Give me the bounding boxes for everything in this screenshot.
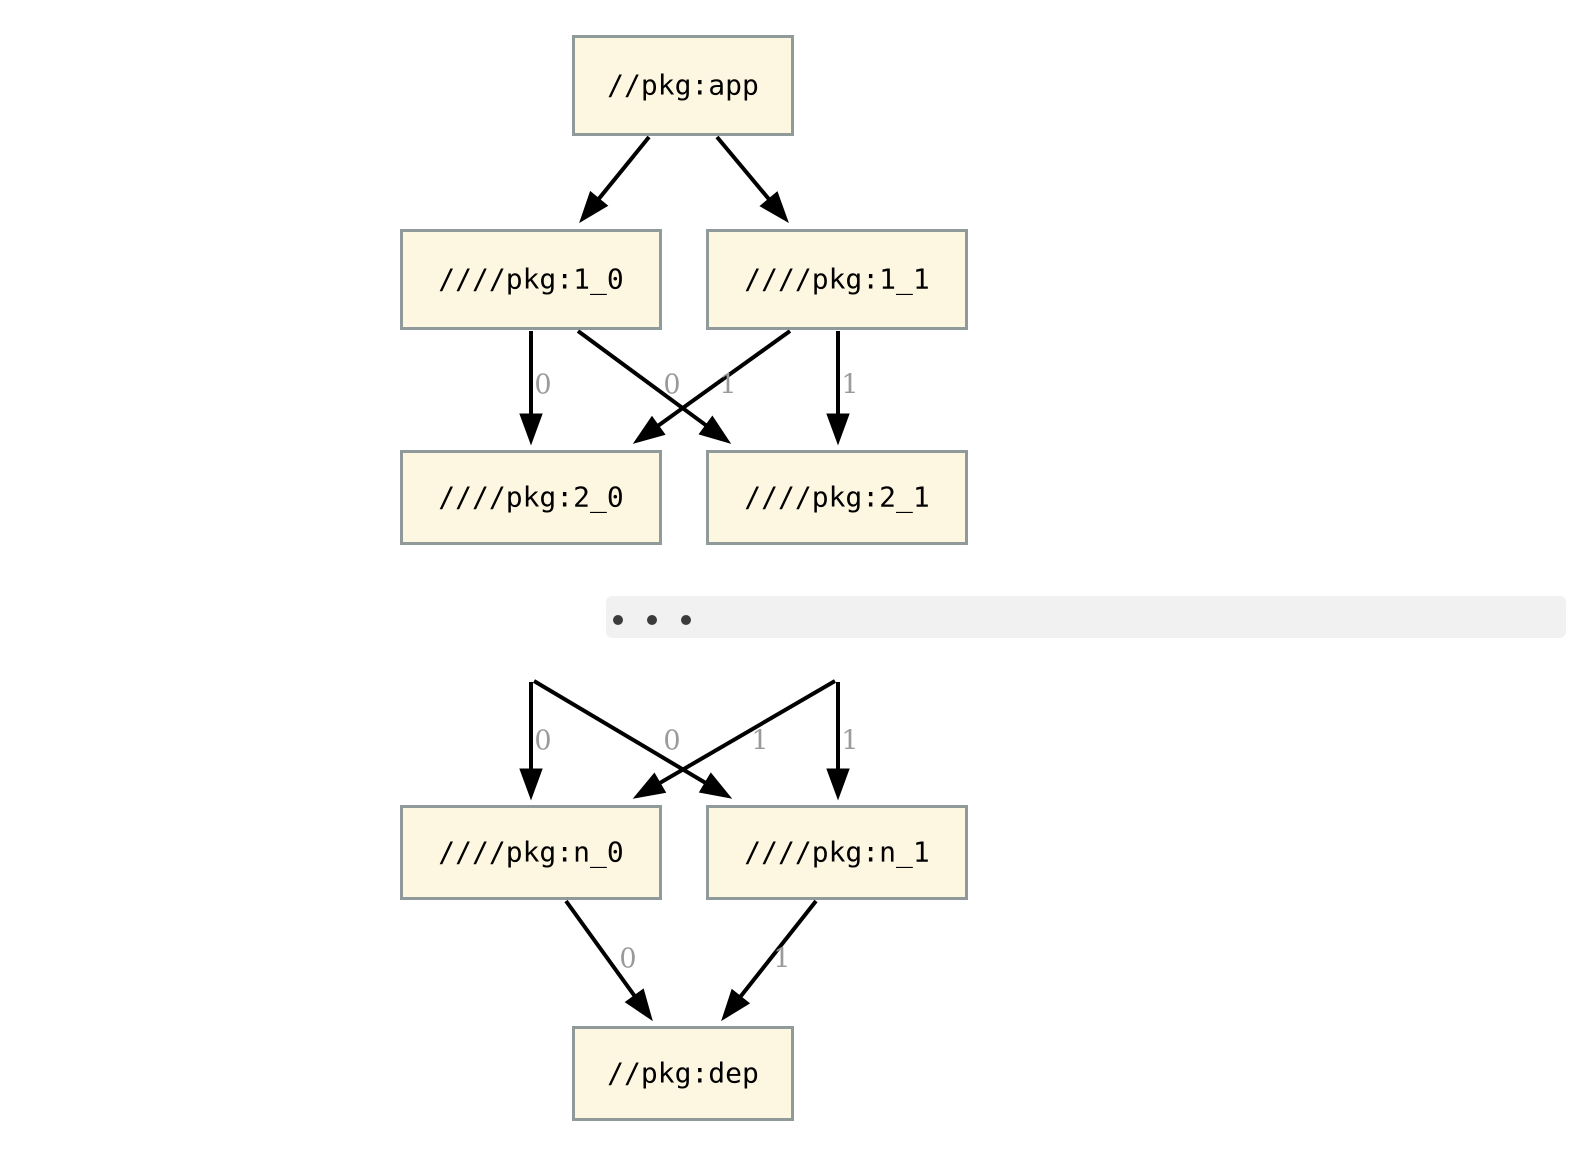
node-label: ////pkg:1_0	[438, 263, 623, 297]
edge-line	[715, 135, 773, 204]
edge-arrowhead	[759, 191, 789, 224]
ellipsis-layer	[606, 596, 1566, 638]
edge-label: 0	[663, 370, 680, 401]
node-label: ////pkg:2_0	[438, 481, 623, 515]
edge-line	[564, 899, 639, 1001]
edge-label: 0	[619, 944, 636, 975]
graph-node-n2_1[interactable]: ////pkg:2_1	[706, 450, 968, 545]
graph-node-dep[interactable]: //pkg:dep	[572, 1026, 794, 1121]
graph-node-n1_1[interactable]: ////pkg:1_1	[706, 229, 968, 330]
edge-arrowhead	[698, 772, 733, 799]
edge-line	[653, 329, 792, 430]
edge-line	[532, 679, 710, 787]
edge-label: 0	[534, 370, 551, 401]
edge-arrowhead	[579, 190, 609, 224]
node-box[interactable]	[400, 805, 662, 900]
edge-arrowhead	[826, 768, 850, 801]
graph-node-n1_0[interactable]: ////pkg:1_0	[400, 229, 662, 330]
ellipsis-band	[606, 596, 1566, 638]
node-box[interactable]	[572, 35, 794, 136]
edge-arrowhead	[519, 768, 543, 801]
edge-line	[594, 135, 651, 204]
node-label: ////pkg:n_1	[744, 836, 929, 870]
edge-label: 1	[751, 726, 768, 757]
edge-arrowhead	[632, 772, 667, 799]
graph-node-app[interactable]: //pkg:app	[572, 35, 794, 136]
node-label: //pkg:dep	[607, 1057, 759, 1090]
edge-line	[655, 679, 837, 787]
edge-line	[736, 899, 818, 1001]
node-box[interactable]	[572, 1026, 794, 1121]
edge-arrowhead	[826, 413, 850, 446]
node-label: //pkg:app	[607, 69, 759, 102]
ellipsis-dot	[681, 615, 691, 625]
edge-label: 1	[719, 370, 736, 401]
node-box[interactable]	[400, 229, 662, 330]
ellipsis-dot	[613, 615, 623, 625]
edge-arrowhead	[698, 415, 732, 444]
edge-arrowhead	[624, 988, 653, 1022]
node-box[interactable]	[706, 805, 968, 900]
node-box[interactable]	[400, 450, 662, 545]
edge-label: 1	[773, 944, 790, 975]
edge-label: 0	[534, 726, 551, 757]
node-box[interactable]	[706, 450, 968, 545]
edge-label: 1	[841, 370, 858, 401]
node-label: ////pkg:n_0	[438, 836, 623, 870]
node-box[interactable]	[706, 229, 968, 330]
edge-label: 1	[841, 726, 858, 757]
graph-node-nn_0[interactable]: ////pkg:n_0	[400, 805, 662, 900]
ellipsis-dot	[647, 615, 657, 625]
graph-node-n2_0[interactable]: ////pkg:2_0	[400, 450, 662, 545]
edge-line	[576, 329, 711, 430]
graph-node-nn_1[interactable]: ////pkg:n_1	[706, 805, 968, 900]
edge-arrowhead	[721, 988, 751, 1022]
edge-arrowhead	[632, 415, 666, 444]
edges-layer: 0 0 1 1 0 0 1 1 0 1	[519, 135, 859, 1022]
edge-label: 0	[663, 726, 680, 757]
node-label: ////pkg:2_1	[744, 481, 929, 515]
node-label: ////pkg:1_1	[744, 263, 929, 297]
edge-arrowhead	[519, 413, 543, 446]
nodes-layer: //pkg:app ////pkg:1_0 ////pkg:1_1 ////pkg:2…	[400, 35, 968, 1121]
